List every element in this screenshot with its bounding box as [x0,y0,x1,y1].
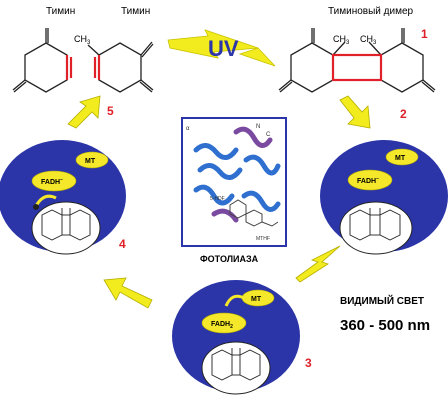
svg-text:MT: MT [251,296,262,303]
visible-light-lightning [295,245,341,283]
wavelength-label: 360 - 500 nm [340,317,430,334]
svg-text:α: α [186,126,190,132]
arrow-step-2 [339,95,371,129]
step-5-label: 5 [107,104,114,118]
photolyase-crystal-structure: α N C 5-HDF MTHF [181,117,287,247]
arrow-step-4 [103,277,153,309]
step-1-label: 1 [421,27,428,41]
methyl-label-top-left: CH3 [74,34,91,46]
svg-text:FADH2: FADH2 [211,321,233,330]
svg-text:N: N [256,124,260,130]
methyl-label-dimer-right: CH3 [360,34,377,46]
thymine-right-label: Тимин [121,6,150,17]
enzyme-complex-left: MT FADH– [0,140,126,255]
uv-lightning-arrow [167,29,276,67]
svg-text:5-HDF: 5-HDF [210,196,225,202]
svg-text:FADH–: FADH– [41,177,63,186]
uv-label: UV [208,36,239,61]
thymine-left-label: Тимин [46,6,75,17]
svg-text:MTHF: MTHF [256,236,270,242]
svg-text:MT: MT [85,158,96,165]
svg-text:FADH–: FADH– [357,176,379,185]
svg-text:C: C [266,132,271,138]
step-3-label: 3 [305,356,312,370]
arrow-step-5 [67,95,101,129]
visible-light-label: ВИДИМЫЙ СВЕТ [340,294,424,307]
cyclobutane-ring-red [331,53,383,82]
step-2-label: 2 [400,107,407,121]
thymine-dimer-label: Тиминовый димер [328,6,414,17]
step-4-label: 4 [119,237,126,251]
photolyase-label: ФОТОЛИАЗА [200,254,259,264]
thymine-double-bond-red [65,55,101,80]
svg-text:MT: MT [395,155,406,162]
methyl-label-dimer-left: CH3 [333,34,350,46]
thymine-dimer-molecule [278,28,436,93]
enzyme-complex-right: MT FADH– [320,140,448,255]
enzyme-complex-bottom: MT FADH2 [172,280,300,395]
